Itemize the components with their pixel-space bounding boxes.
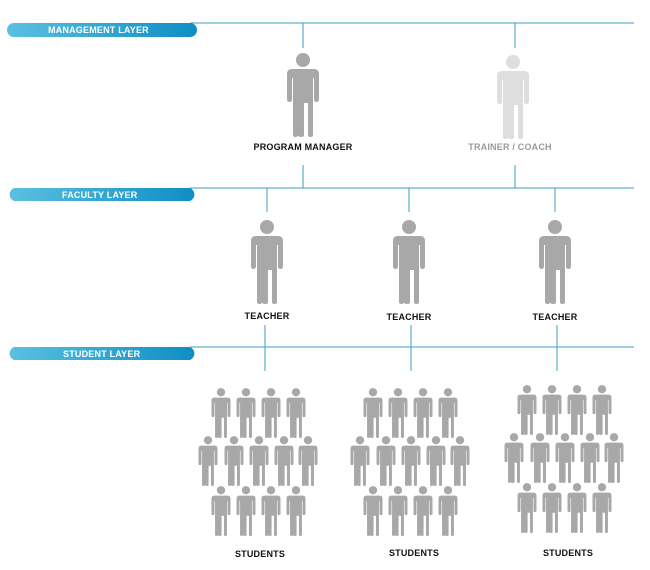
student-person-icon [542,483,562,533]
student-person-icon [286,486,306,536]
student-person-icon [211,486,231,536]
student-person-icon [236,388,256,438]
student-person-icon [580,433,600,483]
student-person-icon [401,436,421,486]
student-person-icon [224,436,244,486]
students-label-1: STUDENTS [235,549,285,559]
student-person-icon [388,486,408,536]
program-manager-person-icon [287,53,319,137]
student-person-icon [261,388,281,438]
student-person-icon [555,433,575,483]
student-person-icon [413,388,433,438]
teacher-person-icon [251,220,283,304]
student-person-icon [363,486,383,536]
student-person-icon [438,388,458,438]
student-person-icon [438,486,458,536]
students-label-2: STUDENTS [389,548,439,558]
student-layer-pill: STUDENT LAYER [9,347,195,360]
teacher-label-2: TEACHER [387,312,432,322]
student-person-icon [504,433,524,483]
student-person-icon [388,388,408,438]
student-person-icon [274,436,294,486]
program-manager-label: PROGRAM MANAGER [254,142,353,152]
student-person-icon [198,436,218,486]
student-person-icon [604,433,624,483]
student-person-icon [592,483,612,533]
figures-layer [198,53,624,536]
trainer-coach-person-icon [497,55,529,139]
teacher-person-icon [393,220,425,304]
student-person-icon [592,385,612,435]
management-layer-label: MANAGEMENT LAYER [48,25,149,35]
student-person-icon [542,385,562,435]
teacher-label-1: TEACHER [245,311,290,321]
student-person-icon [298,436,318,486]
faculty-layer-label: FACULTY LAYER [62,190,138,200]
connector-lines [190,22,634,371]
student-layer-label: STUDENT LAYER [63,349,141,359]
student-person-icon [350,436,370,486]
student-person-icon [286,388,306,438]
student-person-icon [261,486,281,536]
student-person-icon [376,436,396,486]
student-person-icon [413,486,433,536]
student-person-icon [450,436,470,486]
student-person-icon [517,385,537,435]
student-person-icon [567,483,587,533]
faculty-layer-pill: FACULTY LAYER [9,188,195,201]
student-person-icon [530,433,550,483]
teacher-label-3: TEACHER [533,312,578,322]
student-person-icon [236,486,256,536]
teacher-person-icon [539,220,571,304]
student-person-icon [211,388,231,438]
student-person-icon [426,436,446,486]
student-person-icon [517,483,537,533]
management-layer-pill: MANAGEMENT LAYER [7,23,197,37]
student-person-icon [567,385,587,435]
students-label-3: STUDENTS [543,548,593,558]
student-person-icon [249,436,269,486]
student-person-icon [363,388,383,438]
trainer-coach-label: TRAINER / COACH [468,142,552,152]
